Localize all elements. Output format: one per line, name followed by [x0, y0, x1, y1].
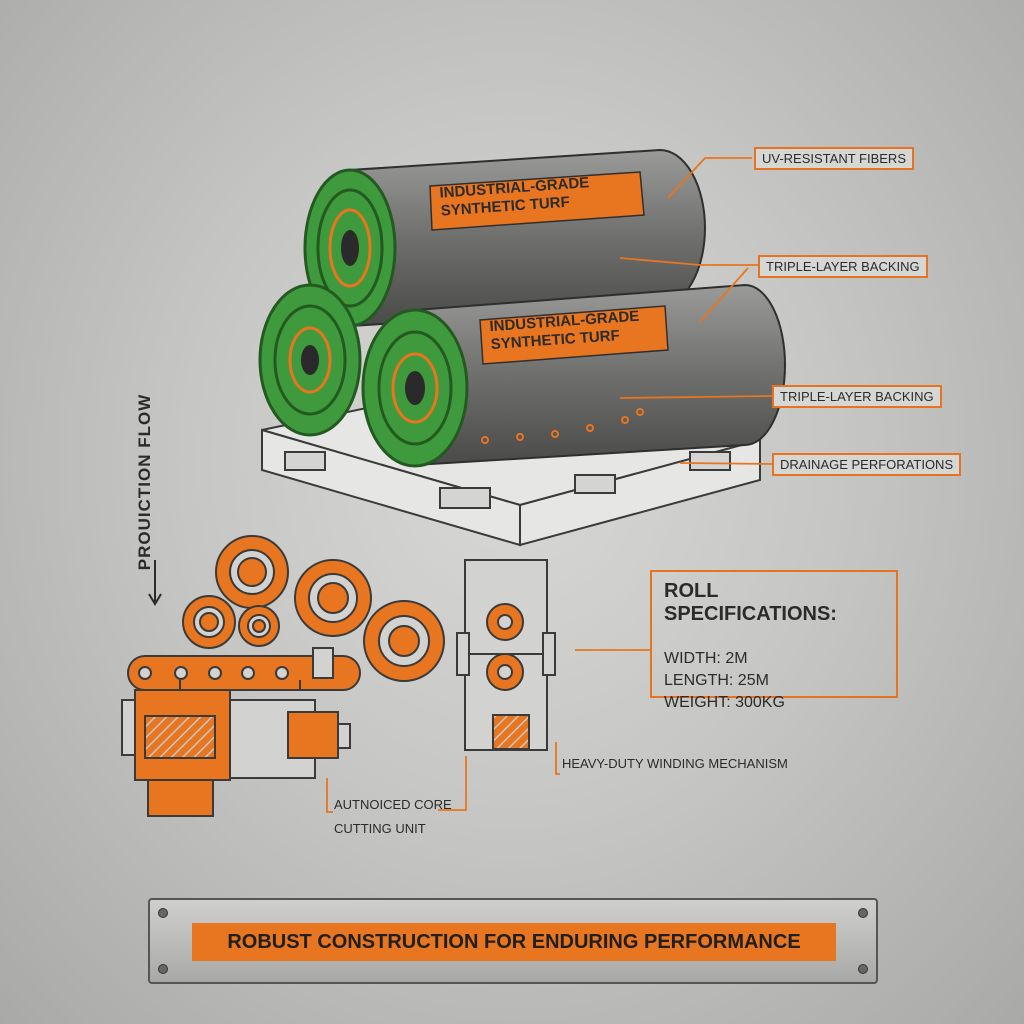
- callout-backing-top: TRIPLE-LAYER BACKING: [758, 255, 928, 278]
- spec-weight: WEIGHT: 300KG: [664, 694, 785, 711]
- banner-text: ROBUST CONSTRUCTION FOR ENDURING PERFORM…: [192, 923, 836, 961]
- callout-backing-front: TRIPLE-LAYER BACKING: [772, 385, 942, 408]
- gear-icon: [363, 600, 445, 682]
- rivet-icon: [158, 908, 168, 918]
- callout-drainage: DRAINAGE PERFORATIONS: [772, 453, 962, 476]
- gear-cluster: [182, 535, 445, 682]
- spec-width: WIDTH: 2M: [664, 650, 748, 667]
- callout-uv-fibers: UV-RESISTANT FIBERS: [754, 147, 914, 170]
- spec-length: LENGTH: 25M: [664, 672, 769, 689]
- banner-plate: ROBUST CONSTRUCTION FOR ENDURING PERFORM…: [148, 898, 878, 984]
- cutting-label-line1: AUTNOICED CORE: [334, 797, 452, 812]
- front-roll: [361, 283, 786, 468]
- cutting-unit: [121, 680, 351, 817]
- top-roll: [303, 148, 706, 328]
- winding-mechanism: [456, 559, 556, 751]
- rivet-icon: [158, 964, 168, 974]
- rivet-icon: [858, 908, 868, 918]
- gear-icon: [294, 559, 372, 637]
- left-roll: [258, 283, 362, 437]
- cutting-label-line2: CUTTING UNIT: [334, 821, 426, 836]
- roll-specifications: ROLL SPECIFICATIONS: WIDTH: 2M LENGTH: 2…: [650, 570, 898, 711]
- rivet-icon: [858, 964, 868, 974]
- callout-lines: [326, 157, 773, 813]
- gear-icon: [238, 605, 280, 647]
- flow-arrow: [148, 560, 162, 606]
- conveyor: [127, 647, 361, 691]
- gear-icon: [182, 595, 236, 649]
- specs-title: ROLL SPECIFICATIONS:: [664, 580, 837, 625]
- winding-label: HEAVY-DUTY WINDING MECHANISM: [562, 756, 788, 771]
- production-flow-label: PROUICTION FLOW: [135, 393, 154, 571]
- gear-icon: [215, 535, 289, 609]
